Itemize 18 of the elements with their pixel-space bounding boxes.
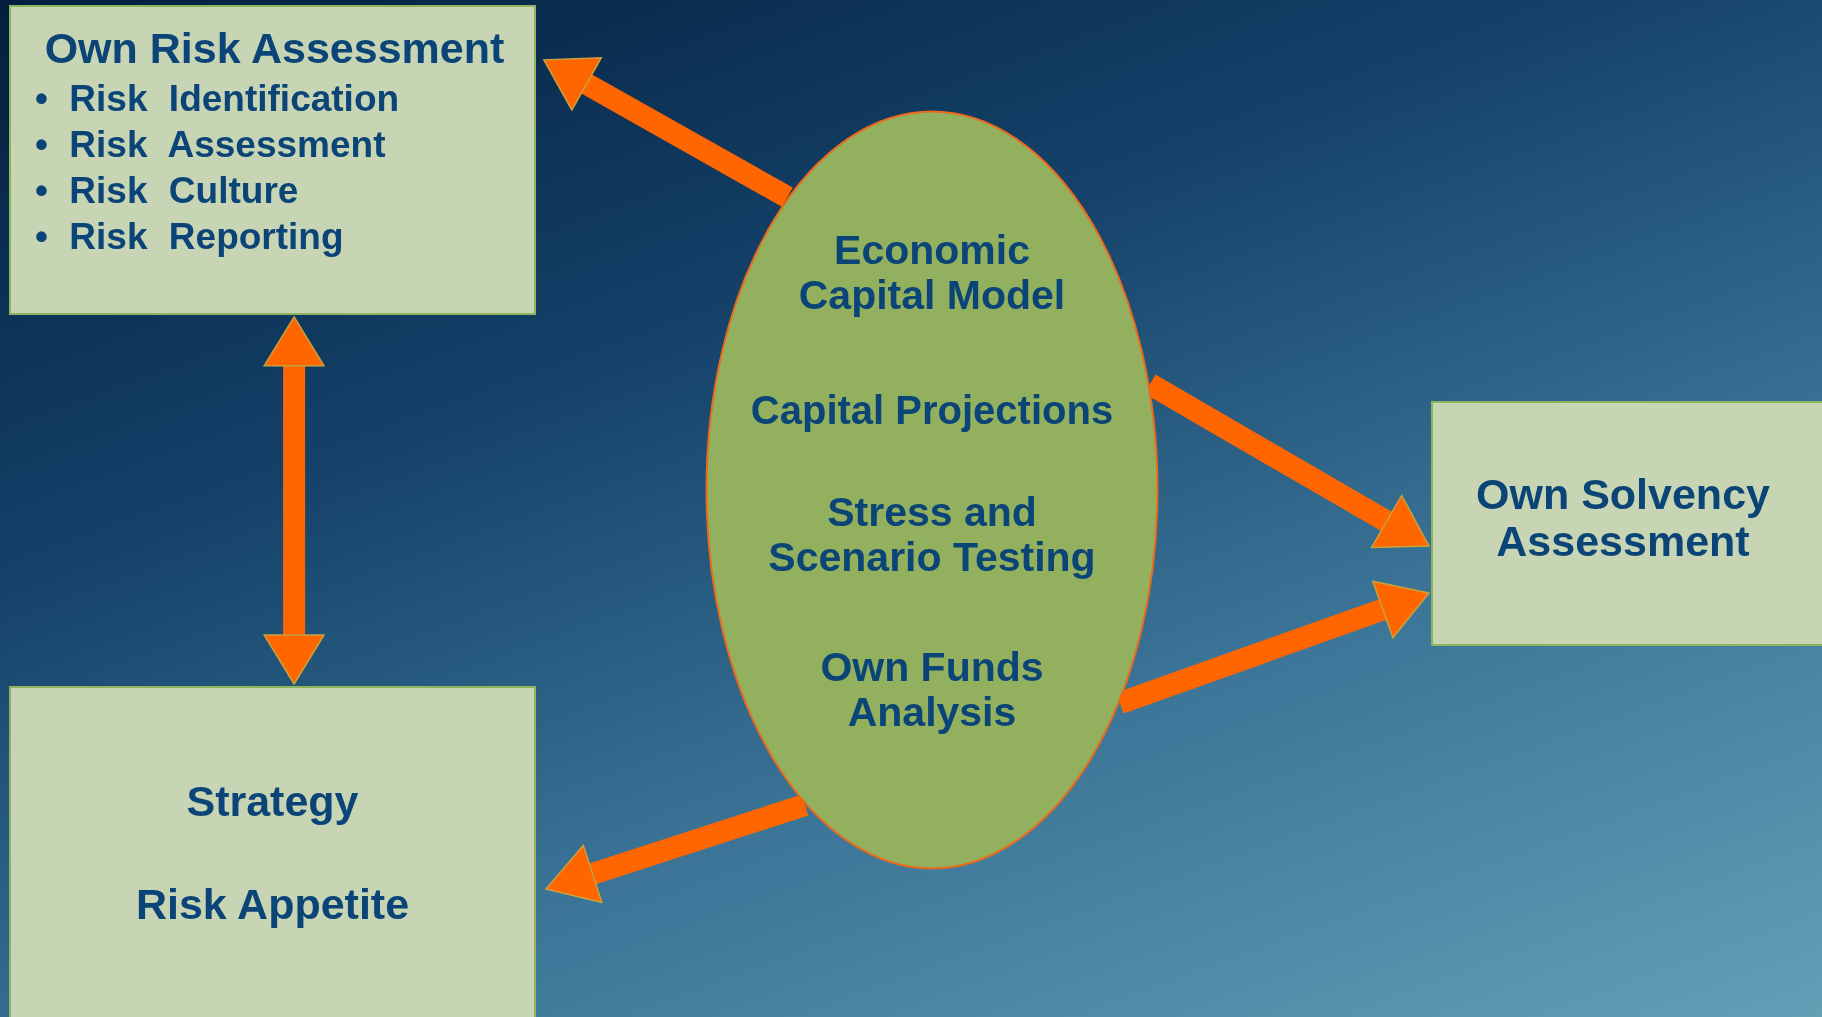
node-label: Capital Projections [749,388,1115,432]
bullet-item: • Risk Identification [35,79,401,120]
bullet-item: • Risk Reporting [35,217,345,258]
block-arrow [542,794,809,904]
bullet-item: • Risk Assessment [35,125,387,166]
process-box [1431,401,1822,646]
node-label: Economic Capital Model [797,228,1067,319]
node-label: Strategy [185,778,360,826]
process-box [9,686,536,1017]
ellipse-node [705,110,1159,870]
node-label: Own Funds Analysis [819,645,1045,736]
bullet-item: • Risk Culture [35,171,300,212]
node-label: Own Solvency Assessment [1475,471,1771,566]
process-box [9,5,536,315]
block-arrow [263,316,325,685]
node-label: Risk Appetite [134,881,411,929]
box-heading: Own Risk Assessment [43,25,506,73]
node-label: Stress and Scenario Testing [767,490,1097,581]
